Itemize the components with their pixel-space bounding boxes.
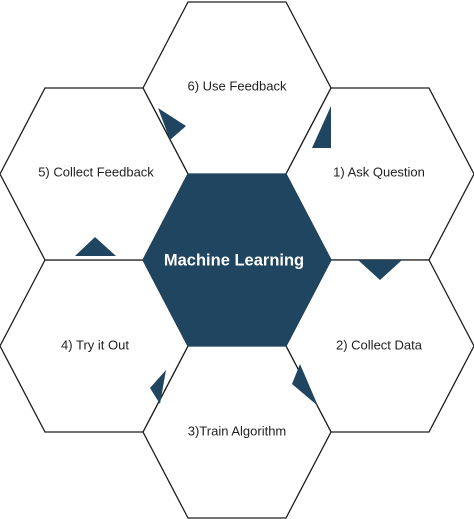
step-label-4: 4) Try it Out (61, 337, 129, 352)
pointer-3-to-4 (150, 370, 166, 404)
pointer-6-to-1 (312, 106, 331, 148)
step-label-2: 2) Collect Data (336, 337, 423, 352)
center-label: Machine Learning (164, 251, 304, 269)
hex-center (142, 173, 332, 347)
pointer-5-to-6 (158, 108, 186, 140)
step-label-1: 1) Ask Question (333, 164, 425, 179)
pointer-4-to-5 (75, 237, 116, 256)
pointer-1-to-2 (358, 260, 402, 280)
step-label-3: 3)Train Algorithm (188, 423, 287, 438)
step-label-6: 6) Use Feedback (188, 78, 287, 93)
pointer-2-to-3 (292, 364, 318, 406)
step-label-5: 5) Collect Feedback (38, 164, 154, 179)
